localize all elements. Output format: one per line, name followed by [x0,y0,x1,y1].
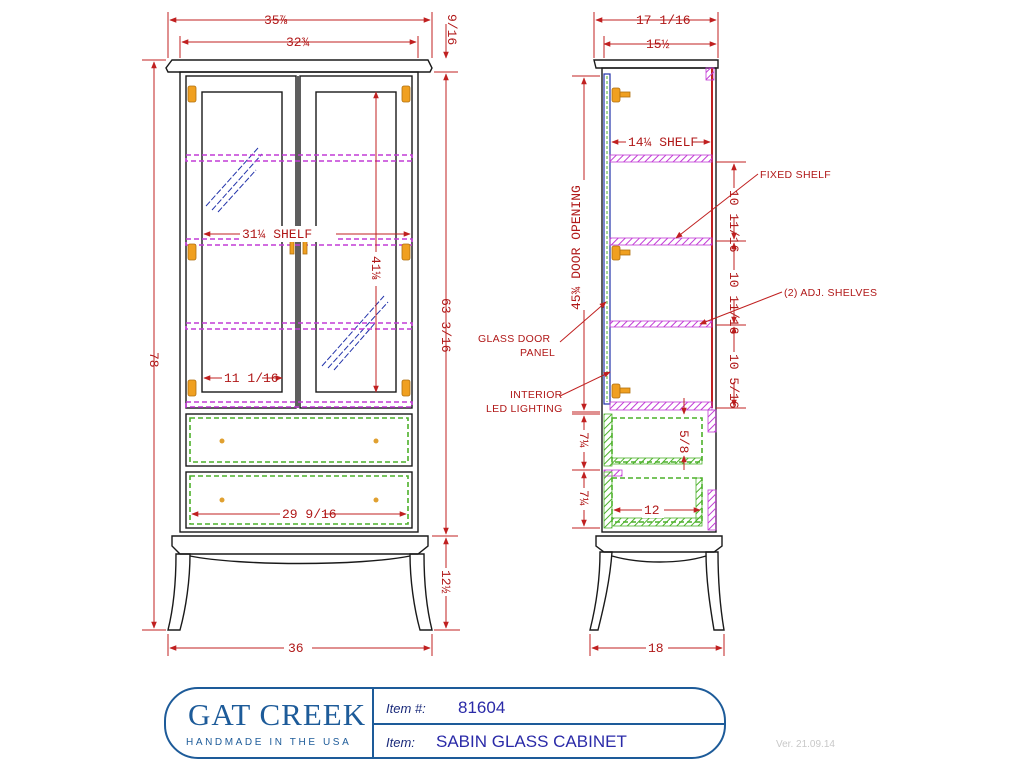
callout-adj-shelves: (2) ADJ. SHELVES [784,287,877,299]
item-number-value: 81604 [458,698,506,717]
side-front-leg [589,551,613,631]
front-crown-height: 9/16 [444,14,459,45]
item-number-label: Item #: [386,701,426,716]
callout-led-2: LED LIGHTING [486,403,563,415]
side-view [589,59,725,631]
version-label: Ver. 21.09.14 [776,739,835,750]
side-crown [593,59,719,69]
front-base [171,535,429,555]
brand-logo: GAT CREEK [188,697,367,732]
title-block: GAT CREEK HANDMADE IN THE USA Item #: 81… [164,687,726,759]
front-door-height: 41⅛ [368,256,383,280]
title-block-divider [372,723,724,725]
front-crown [165,59,433,73]
front-dimensions: 35⅞ 32¾ 78 63 3/16 9/16 31¼ SHELF 41⅛ 11… [142,12,460,656]
front-case [179,71,419,533]
upper-drawer [185,413,413,467]
callouts: FIXED SHELF (2) ADJ. SHELVES GLASS DOOR … [478,169,877,415]
front-overall-width: 35⅞ [264,13,288,28]
front-right-leg [409,553,433,631]
side-inner-depth: 15½ [646,37,670,52]
side-shelf-gap-2: 10 11/16 [726,272,741,334]
front-leg-height: 12½ [438,570,453,594]
item-name-value: SABIN GLASS CABINET [436,732,627,751]
side-shelf-depth: 14¼ SHELF [628,135,698,150]
side-overall-depth: 17 1/16 [636,13,691,28]
side-shelves [603,154,717,531]
side-door-opening: 45¾ DOOR OPENING [569,185,584,310]
callout-glass-door-1: GLASS DOOR [478,333,551,345]
brand-tagline: HANDMADE IN THE USA [186,737,352,748]
side-shelf-gap-1: 10 11/16 [726,190,741,252]
front-door-width: 11 1/16 [224,371,279,386]
drawer-knob-icon [373,438,379,444]
callout-glass-door-2: PANEL [520,347,555,359]
side-back-leg [705,551,725,631]
side-drawer-2-height: 7¼ [576,490,591,506]
side-dimensions: 17 1/16 15½ 14¼ SHELF 45¾ DOOR OPENING 1… [569,12,746,656]
front-height: 78 [146,352,161,368]
front-drawer-width: 29 9/16 [282,507,337,522]
side-drawer-1-height: 7¼ [576,432,591,448]
front-shelf-width: 31¼ SHELF [242,227,312,242]
front-base-width: 36 [288,641,304,656]
callout-led-1: INTERIOR [510,389,563,401]
glass-reflection-icon [205,147,389,371]
front-inner-width: 32¾ [286,35,310,50]
callout-fixed-shelf: FIXED SHELF [760,169,831,181]
front-case-height: 63 3/16 [438,298,453,353]
drawer-knob-icon [219,497,225,503]
drawer-knob-icon [373,497,379,503]
side-hinge-icon [611,87,631,399]
side-shelf-gap-3: 10 5/16 [726,354,741,409]
lower-drawer [185,471,413,529]
drawer-knob-icon [219,438,225,444]
side-base-depth: 18 [648,641,664,656]
side-drawers [603,413,703,529]
front-view [165,59,433,631]
item-name-label: Item: [386,735,415,750]
side-drawer-inner: 12 [644,503,660,518]
front-left-leg [167,553,191,631]
side-case [601,67,717,533]
side-drawer-depth-detail: 5/8 [676,430,691,453]
side-base [595,535,723,553]
